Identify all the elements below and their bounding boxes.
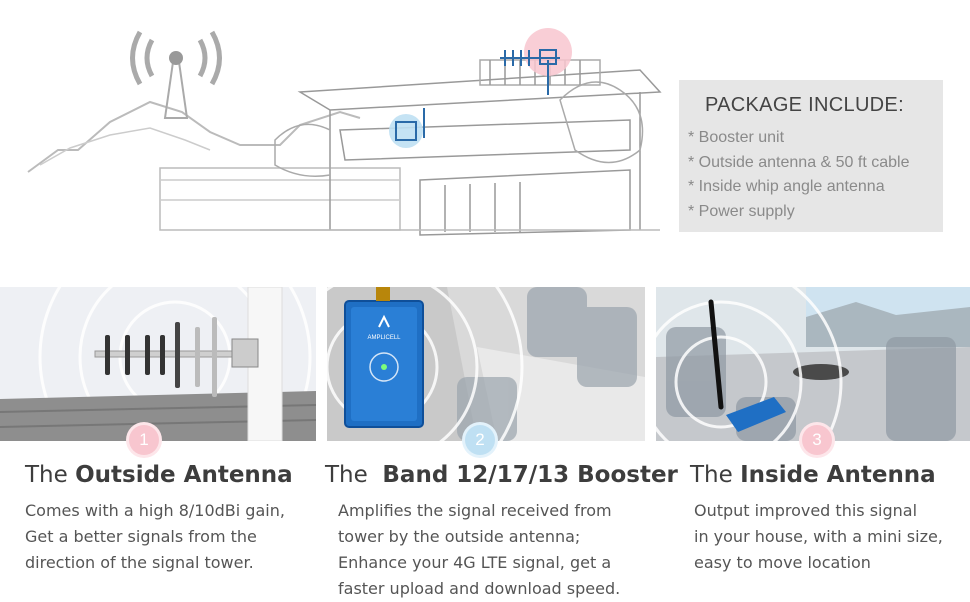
booster-photo: AMPLICELL xyxy=(327,287,645,441)
booster-device-icon: AMPLICELL xyxy=(344,287,424,428)
booster-description: Amplifies the signal received from tower… xyxy=(338,498,620,602)
description-line: in your house, with a mini size, xyxy=(694,527,943,546)
description-line: direction of the signal tower. xyxy=(25,553,254,572)
inside-antenna-photo xyxy=(656,287,970,441)
outside-antenna-photo xyxy=(0,287,316,441)
outside-antenna-title: The Outside Antenna xyxy=(25,462,293,488)
house-tower-sketch xyxy=(27,28,662,236)
description-line: Comes with a high 8/10dBi gain, xyxy=(25,501,285,520)
title-prefix: The xyxy=(325,462,376,488)
description-line: easy to move location xyxy=(694,553,871,572)
title-prefix: The xyxy=(690,462,741,488)
package-item: * Power supply xyxy=(688,202,795,220)
title-bold: Band 12/17/13 Booster xyxy=(382,462,678,488)
package-item: * Inside whip angle antenna xyxy=(688,178,885,195)
package-item: * Outside antenna & 50 ft cable xyxy=(688,153,910,171)
booster-icon xyxy=(395,108,425,141)
description-line: Get a better signals from the xyxy=(25,527,257,546)
package-title: PACKAGE INCLUDE: xyxy=(705,94,904,116)
cell-tower-icon xyxy=(130,30,222,119)
description-line: Enhance your 4G LTE signal, get a xyxy=(338,553,612,572)
step-number-badge: 2 xyxy=(465,425,495,455)
title-prefix: The xyxy=(25,462,76,488)
inside-antenna-title: The Inside Antenna xyxy=(690,462,936,488)
package-list: * Booster unit * Outside antenna & 50 ft… xyxy=(688,126,909,224)
outside-antenna-description: Comes with a high 8/10dBi gain, Get a be… xyxy=(25,498,285,576)
description-line: tower by the outside antenna; xyxy=(338,527,581,546)
booster-title: The Band 12/17/13 Booster xyxy=(325,462,678,488)
description-line: Output improved this signal xyxy=(694,501,918,520)
yagi-antenna-icon xyxy=(94,317,259,397)
package-include-box: PACKAGE INCLUDE: * Booster unit * Outsid… xyxy=(679,80,943,232)
outdoor-antenna-icon xyxy=(500,49,560,95)
title-bold: Inside Antenna xyxy=(740,462,936,488)
house-sketch xyxy=(159,59,662,236)
step-number-badge: 1 xyxy=(129,425,159,455)
title-bold: Outside Antenna xyxy=(75,462,293,488)
booster-brand-label: AMPLICELL xyxy=(367,335,401,341)
package-item: * Booster unit xyxy=(688,129,785,146)
step-number-badge: 3 xyxy=(802,425,832,455)
whip-antenna-icon xyxy=(708,299,786,432)
description-line: faster upload and download speed. xyxy=(338,579,621,598)
inside-antenna-description: Output improved this signal in your hous… xyxy=(694,498,943,576)
description-line: Amplifies the signal received from xyxy=(338,501,612,520)
